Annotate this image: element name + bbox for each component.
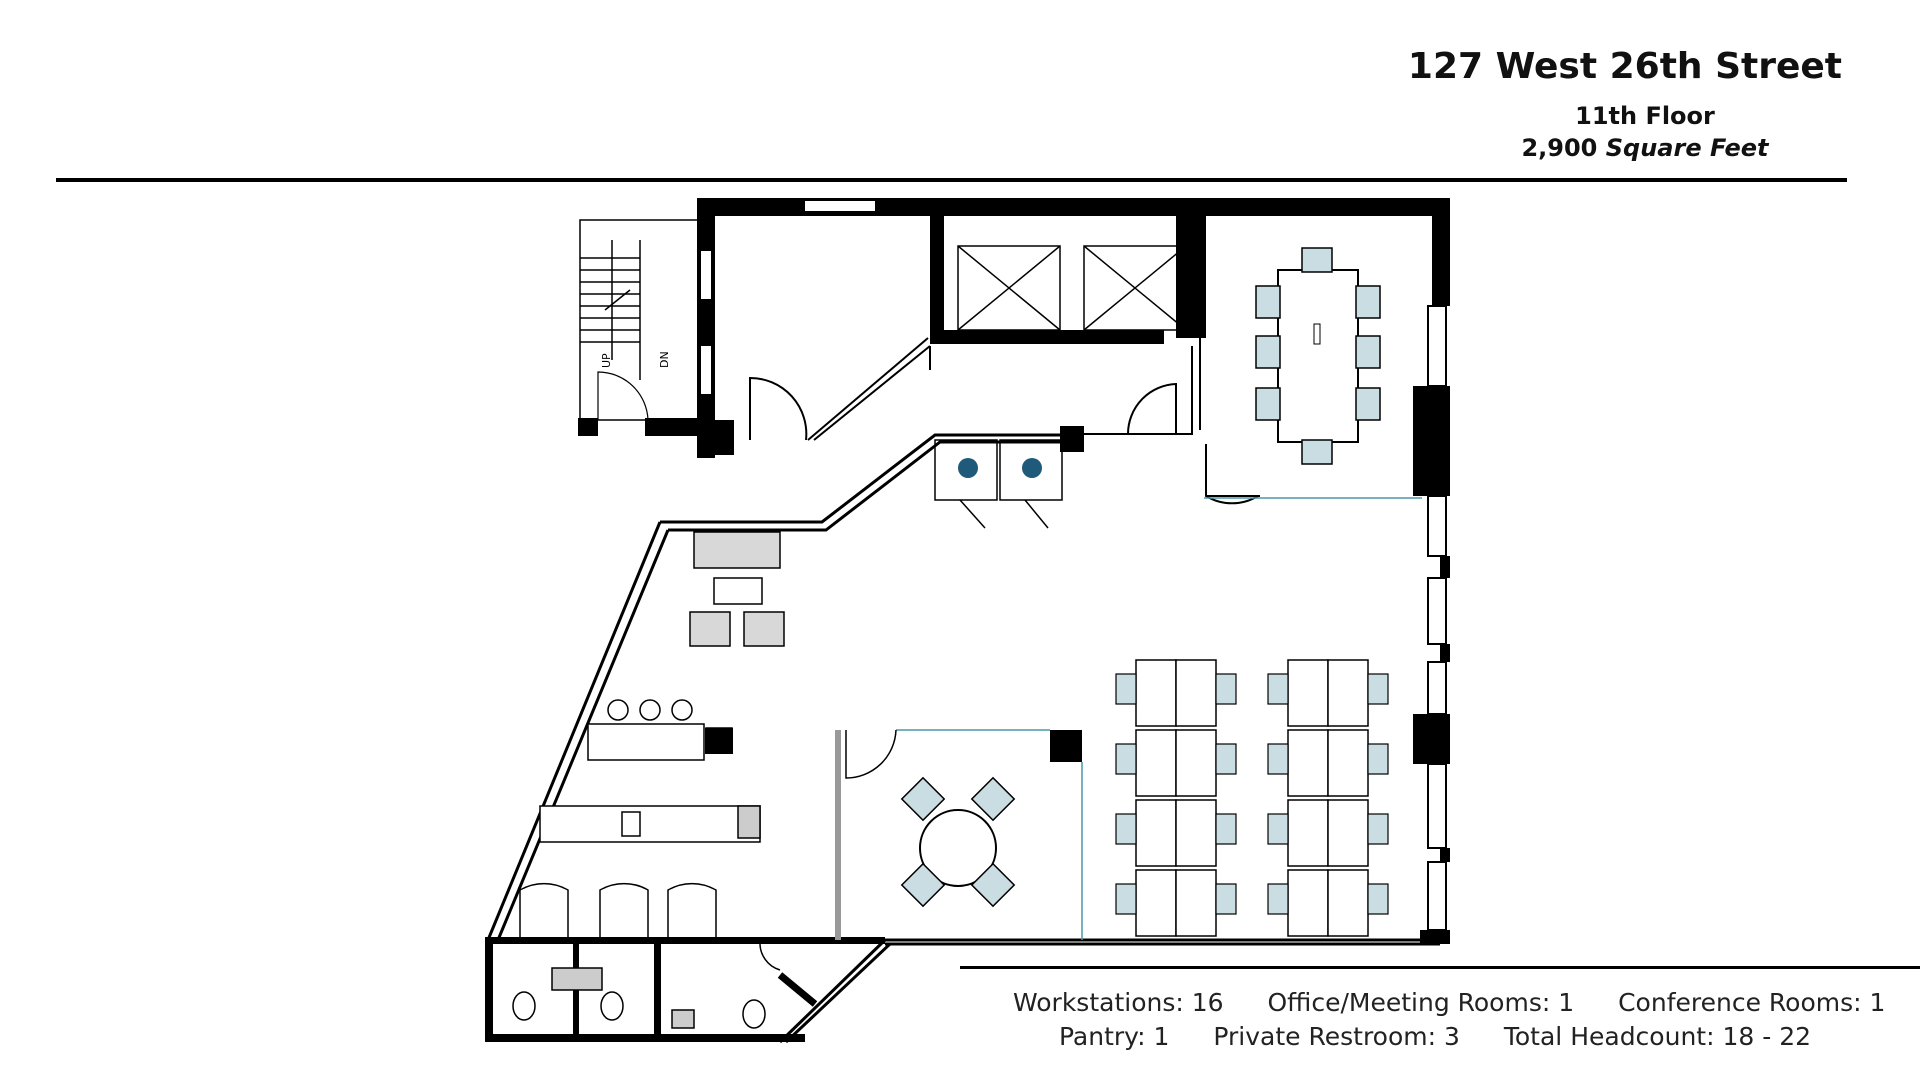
workstation-desk: [1175, 799, 1217, 867]
workstation-chair: [1367, 743, 1389, 775]
windows: [699, 199, 1447, 931]
stat-meeting-rooms: Office/Meeting Rooms: 1: [1267, 988, 1575, 1017]
stat-restrooms: Private Restroom: 3: [1213, 1022, 1460, 1051]
lounge: [689, 531, 785, 647]
phone-booths: [934, 439, 1063, 529]
meeting-room: [835, 729, 1083, 940]
workstation-desk: [1327, 659, 1369, 727]
workstation-chair: [1215, 743, 1237, 775]
workstation-chair: [1115, 813, 1137, 845]
workstation-desk: [1287, 659, 1329, 727]
round-table: [919, 809, 997, 887]
workstation-desk: [1287, 729, 1329, 797]
interior-walls: [713, 216, 1260, 505]
workstation-desk: [1327, 729, 1369, 797]
meeting-chairs: [900, 776, 1016, 908]
conference-room: [1255, 247, 1381, 465]
workstation-desk: [1287, 799, 1329, 867]
sofa: [693, 531, 781, 569]
workstation-chair: [1215, 813, 1237, 845]
workstation-desk: [1135, 799, 1177, 867]
workstation-desk: [1135, 729, 1177, 797]
workstation-chair: [1267, 813, 1289, 845]
angled-walls: [486, 433, 1440, 1044]
lounge-chair: [743, 611, 785, 647]
pantry-island: [587, 723, 705, 761]
footer-divider: [960, 966, 1920, 969]
workstation-chair: [1115, 673, 1137, 705]
workstation-desk: [1287, 869, 1329, 937]
workstation-chair: [1267, 673, 1289, 705]
square-footage: 2,900 Square Feet: [1475, 134, 1815, 162]
stat-conference-rooms: Conference Rooms: 1: [1618, 988, 1886, 1017]
workstation-chair: [1267, 743, 1289, 775]
stat-workstations: Workstations: 16: [1013, 988, 1224, 1017]
workstation-desk: [1327, 799, 1369, 867]
stair-up-label: UP: [600, 353, 613, 368]
workstation-desk: [1135, 659, 1177, 727]
area-unit: Square Feet: [1605, 134, 1769, 162]
pantry-counter: [539, 805, 761, 843]
area-value: 2,900: [1521, 134, 1598, 162]
workstation-desk: [1175, 869, 1217, 937]
workstation-desk: [1135, 869, 1177, 937]
stairwell: [579, 219, 699, 421]
workstation-chair: [1215, 883, 1237, 915]
stat-headcount: Total Headcount: 18 - 22: [1503, 1022, 1812, 1051]
workstation-chair: [1115, 743, 1137, 775]
workstation-chair: [1367, 813, 1389, 845]
stat-pantry: Pantry: 1: [1058, 1022, 1170, 1051]
workstation-chair: [1367, 673, 1389, 705]
header-divider: [56, 178, 1847, 182]
stats-row-2: Pantry: 1 Private Restroom: 3 Total Head…: [995, 1022, 1875, 1051]
restrooms: [512, 882, 818, 1029]
workstation-chair: [1267, 883, 1289, 915]
phone-booth-chairs: [958, 458, 1042, 478]
lounge-chair: [689, 611, 731, 647]
conference-chairs: [1255, 247, 1381, 465]
conference-table: [1277, 269, 1359, 443]
stair-down-label: DN: [658, 351, 671, 368]
workstation-desk: [1175, 729, 1217, 797]
stats-row-1: Workstations: 16 Office/Meeting Rooms: 1…: [995, 988, 1885, 1017]
coffee-table: [713, 577, 763, 605]
floor-label: 11th Floor: [1575, 102, 1715, 130]
elevator-bank: [957, 245, 1187, 331]
workstation-chair: [1115, 883, 1137, 915]
workstation-chair: [1367, 883, 1389, 915]
workstation-desk: [1175, 659, 1217, 727]
workstations: [1115, 659, 1389, 937]
workstation-desk: [1327, 869, 1369, 937]
building-address: 127 West 26th Street: [1407, 46, 1842, 87]
pantry: [539, 699, 761, 843]
workstation-chair: [1215, 673, 1237, 705]
